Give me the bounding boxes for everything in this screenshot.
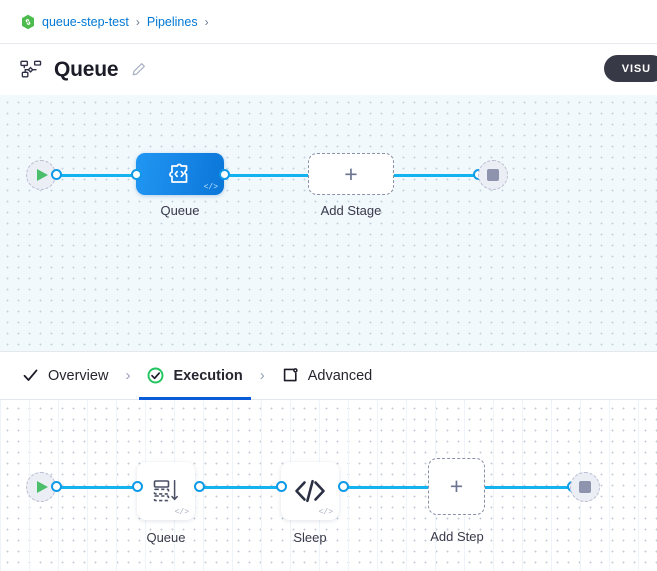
tab-chevron-1: ›: [125, 367, 131, 384]
stop-icon: [579, 481, 591, 493]
pipeline-hierarchy-icon: [20, 60, 42, 77]
check-circle-icon: [147, 367, 164, 384]
tab-advanced-label: Advanced: [307, 367, 373, 384]
visual-button-label: VISU: [621, 62, 651, 75]
code-brackets-icon: [295, 479, 325, 503]
breadcrumb-separator-end: ›: [204, 14, 209, 29]
stage-node-queue-label: Queue: [160, 203, 200, 218]
visual-yaml-toggle-button[interactable]: VISU: [603, 55, 657, 82]
step-end-node[interactable]: [570, 472, 600, 502]
step-node-sleep-input-port[interactable]: [276, 481, 287, 492]
advanced-gear-box-icon: [283, 368, 298, 382]
tab-overview[interactable]: Overview: [22, 352, 108, 400]
stage-start-port[interactable]: [51, 169, 62, 180]
tab-chevron-2: ›: [259, 367, 265, 384]
tab-overview-label: Overview: [48, 367, 109, 384]
queue-list-icon: [153, 479, 178, 502]
breadcrumb: queue-step-test › Pipelines ›: [0, 0, 657, 43]
breadcrumb-separator: ›: [135, 14, 140, 29]
edge-sleep-to-addstep: [343, 486, 429, 489]
plus-icon: +: [449, 473, 464, 499]
step-node-sleep[interactable]: </>: [281, 462, 339, 520]
stage-node-queue[interactable]: </>: [136, 153, 224, 195]
step-start-port[interactable]: [51, 481, 62, 492]
breadcrumb-item-pipelines[interactable]: Pipelines: [146, 14, 198, 29]
stage-graph-canvas[interactable]: </> Queue + Add Stage: [0, 95, 657, 352]
stage-node-queue-input-port[interactable]: [131, 169, 142, 180]
play-icon: [37, 169, 48, 181]
edge-addstep-to-end: [484, 486, 574, 489]
add-step-label: Add Step: [430, 529, 484, 544]
edge-queue-to-addstage: [224, 174, 310, 177]
edge-addstage-to-end: [392, 174, 482, 177]
stage-config-tabs: Overview › Execution › Advanced: [0, 352, 657, 400]
check-icon: [23, 369, 38, 381]
edge-queue-to-sleep: [199, 486, 281, 489]
stage-node-code-badge: </>: [203, 183, 218, 192]
step-graph-canvas[interactable]: </> Queue </> Sleep + Add Step: [0, 400, 657, 571]
stage-end-node[interactable]: [478, 160, 508, 190]
step-node-queue[interactable]: </>: [137, 462, 195, 520]
play-icon: [37, 481, 48, 493]
step-node-sleep-label: Sleep: [293, 530, 327, 545]
edge-start-to-queue-step: [56, 486, 136, 489]
page-header: Queue VISU: [0, 43, 657, 95]
step-node-queue-label: Queue: [146, 530, 186, 545]
page-title: Queue: [54, 57, 119, 81]
step-node-sleep-badge: </>: [318, 508, 333, 517]
step-node-queue-badge: </>: [174, 508, 189, 517]
plus-icon: +: [344, 160, 358, 187]
tab-execution-label: Execution: [173, 367, 243, 384]
pencil-edit-icon[interactable]: [131, 62, 146, 77]
harness-project-icon: [22, 14, 34, 29]
tab-advanced[interactable]: Advanced: [282, 352, 373, 400]
tab-execution[interactable]: Execution: [139, 352, 252, 400]
step-node-sleep-output-port[interactable]: [338, 481, 349, 492]
stage-node-queue-output-port[interactable]: [219, 169, 230, 180]
step-node-queue-output-port[interactable]: [194, 481, 205, 492]
step-node-queue-input-port[interactable]: [132, 481, 143, 492]
stop-icon: [487, 169, 499, 181]
puzzle-code-icon: [169, 163, 188, 183]
add-step-button[interactable]: +: [428, 458, 485, 515]
edge-start-to-queue: [56, 174, 140, 177]
add-stage-label: Add Stage: [320, 203, 382, 218]
breadcrumb-item-project[interactable]: queue-step-test: [42, 14, 129, 29]
add-stage-button[interactable]: +: [308, 153, 394, 195]
